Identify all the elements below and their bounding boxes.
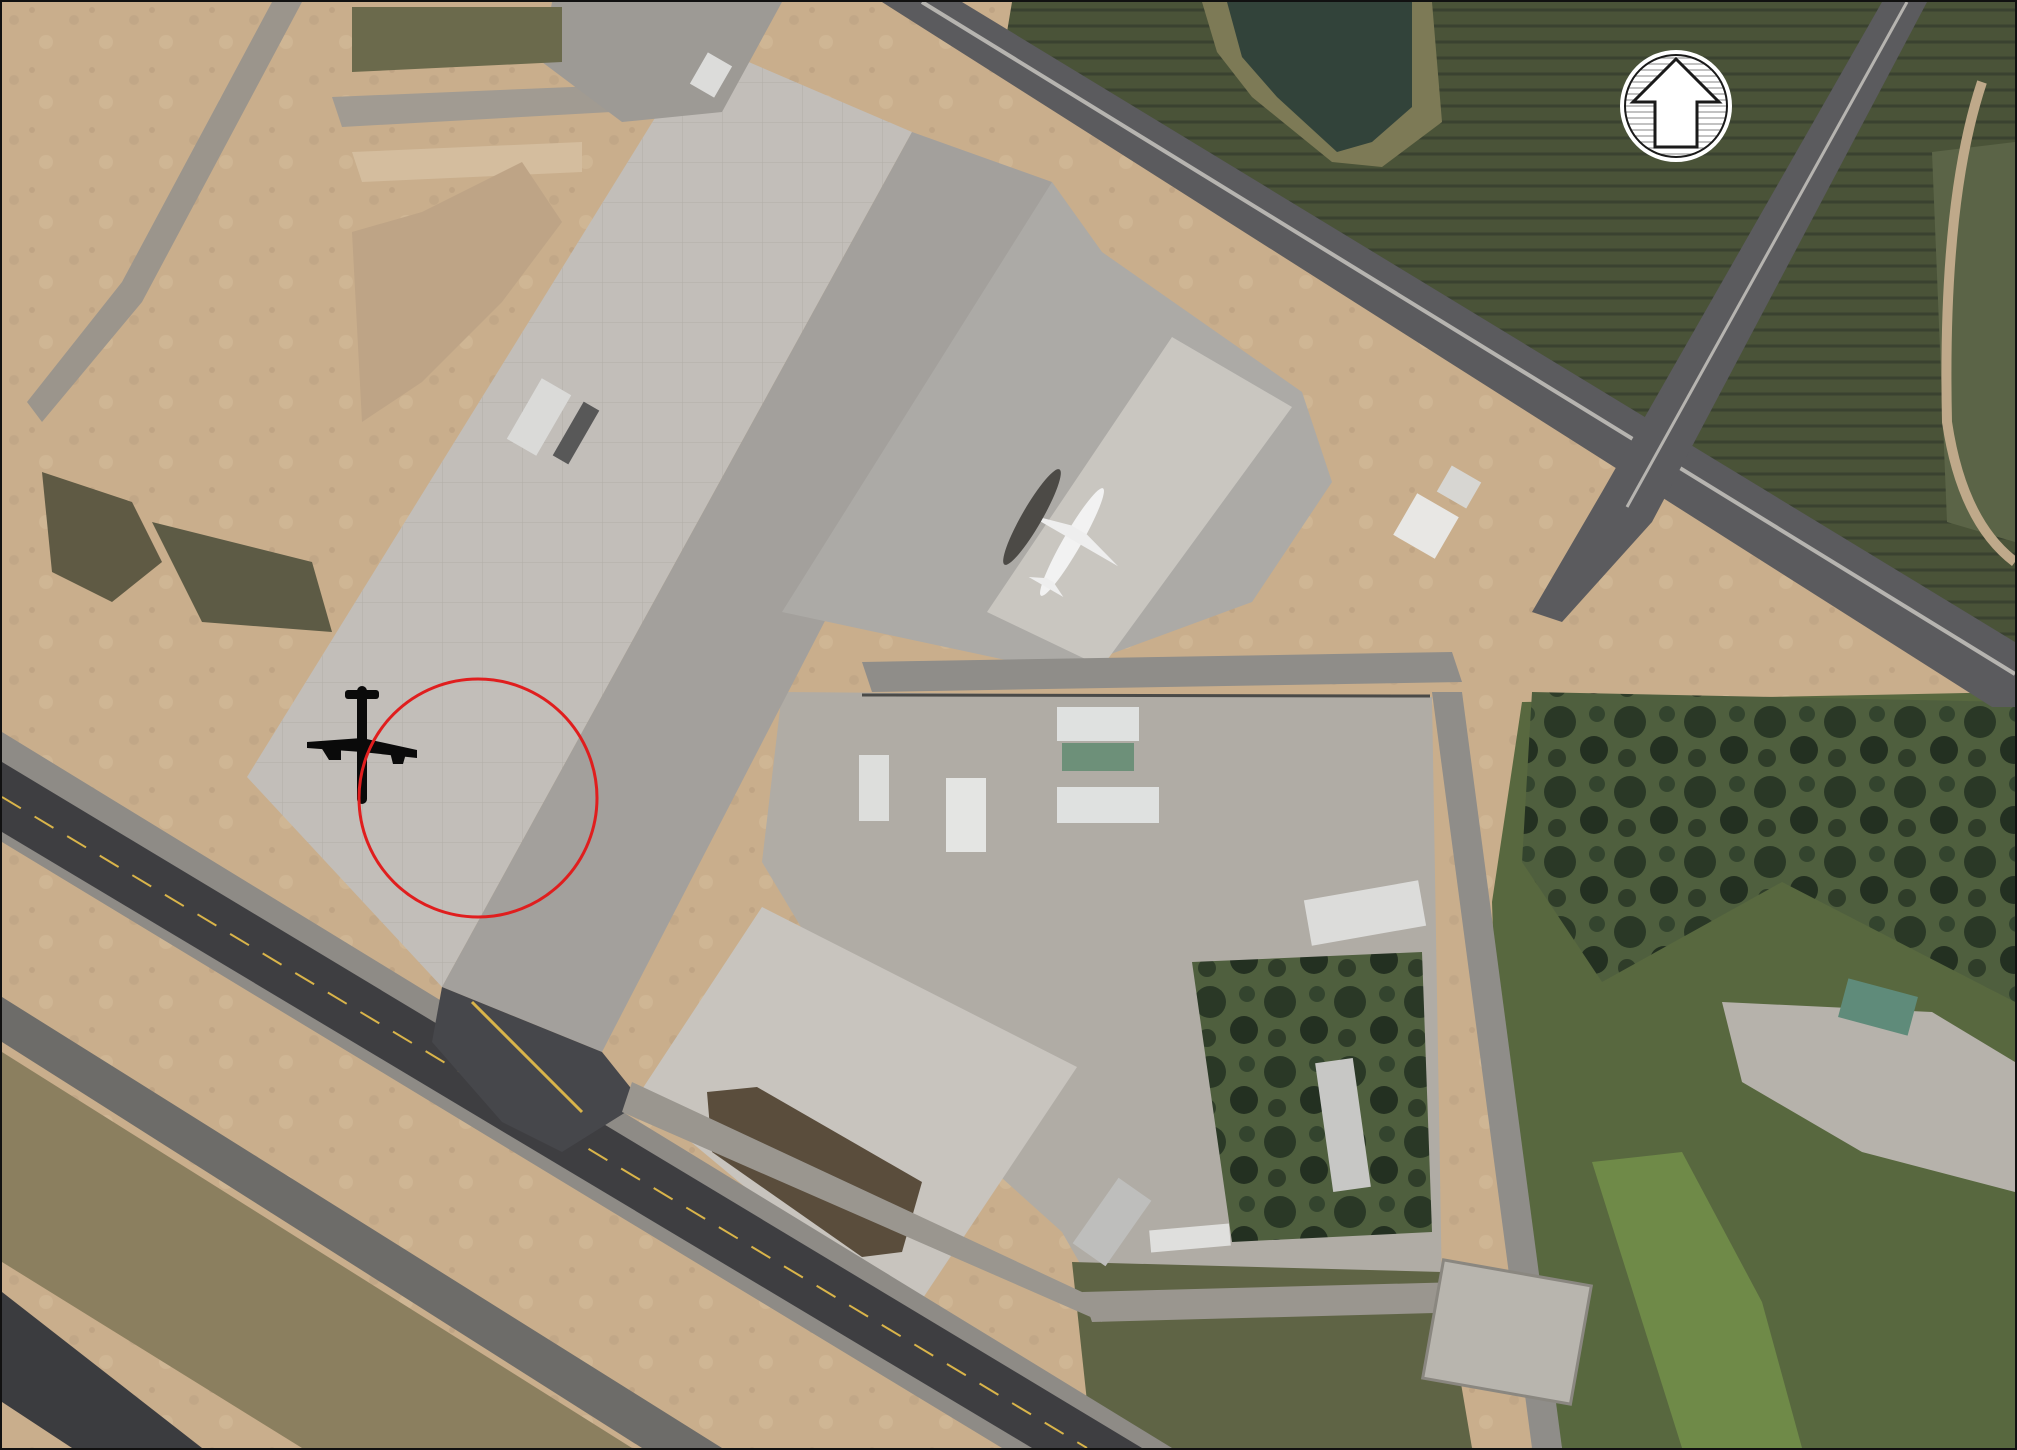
service-road[interactable] [1432,692,1562,1448]
building-long-south [1303,880,1427,946]
sw-runway-2[interactable] [2,1292,202,1448]
nw-scrub [352,7,562,72]
substation [1420,1258,1594,1406]
west-shrubs-2 [152,522,332,632]
north-lot [542,2,782,122]
building-golf-clubhouse [1838,978,1918,1036]
hangar-1-court [1062,743,1134,771]
taxi-lead-line [470,1000,584,1114]
aircraft-stand[interactable] [987,337,1292,667]
golf-trees [1522,692,2015,1002]
lower-grass [2,1052,632,1448]
west-shrubs [42,472,162,602]
hangar-1 [1057,707,1139,741]
field-scars [352,162,562,422]
building-ne-office [1393,493,1459,559]
building-nw-shelter-2 [552,401,600,465]
building-south-hangar [1315,1057,1371,1193]
highway[interactable] [882,2,2015,707]
runway-centerline [2,796,1088,1448]
south-perimeter-road [622,1082,1102,1322]
farm-track [1941,80,2015,566]
perimeter-fence [861,693,1431,698]
hangar-2 [1057,787,1159,823]
southeast-road [1082,1282,1472,1322]
highway-median [920,2,2015,676]
golf-fairway [1592,1152,1802,1448]
golf-lot [1722,1002,2015,1192]
east-hardstand[interactable] [782,182,1332,672]
building-center-block [946,778,986,852]
south-apron[interactable] [637,907,1077,1322]
perimeter-road [862,652,1462,692]
airplane-icon[interactable] [307,682,417,812]
building-nw-shelters [506,378,572,456]
lower-taxiway[interactable] [2,997,722,1448]
target-circle-icon[interactable] [356,676,600,920]
taxiway-apron-connector[interactable] [432,987,642,1152]
nw-access-road [27,2,302,422]
cross-street-edge [1625,2,1909,508]
north-arrow-icon [1620,50,1732,162]
parked-aircraft-shadow [1003,469,1061,565]
building-ne-small [1436,465,1482,509]
building-south-warehouse [1072,1177,1152,1267]
cross-street[interactable] [1532,2,1927,622]
building-west-block [859,755,889,821]
building-north-hangar [689,52,733,98]
building-south-shed [1149,1223,1231,1253]
pond [1227,2,1412,152]
compound-trees [1192,952,1432,1242]
